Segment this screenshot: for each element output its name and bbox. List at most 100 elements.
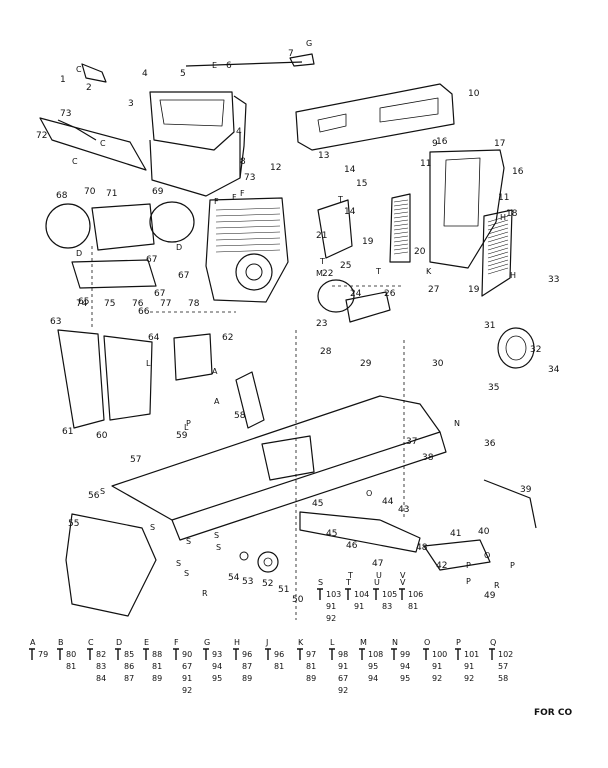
part-number-label: 72 <box>36 131 48 141</box>
legend-letter: N <box>392 638 398 647</box>
part-number-label: 67 <box>146 255 158 265</box>
pulley-56-part <box>257 551 279 573</box>
part-number-label: 19 <box>468 285 480 295</box>
lift-rod-part <box>483 479 537 529</box>
part-number-label: 57 <box>130 455 142 465</box>
bolt-icon <box>297 648 303 660</box>
part-number-label: 45 <box>312 499 324 509</box>
louver-right <box>487 243 509 251</box>
legend-item: 81 <box>274 662 285 671</box>
legend-item: 91 <box>326 602 337 611</box>
louver-right <box>487 215 509 223</box>
part-number-label: 78 <box>188 299 200 309</box>
legend-item: 83 <box>96 662 107 671</box>
legend-item: 106 <box>408 590 424 599</box>
washer-58 <box>239 551 249 561</box>
legend-item: 81 <box>306 662 317 671</box>
hardware-letter-callout: V <box>400 571 406 580</box>
tank-strap-left <box>45 203 91 249</box>
hardware-letter-callout: S <box>176 559 182 568</box>
hardware-letter-callout: P <box>466 561 471 570</box>
legend-item: 104 <box>354 590 370 599</box>
bolt-icon <box>391 648 397 660</box>
legend-item: 105 <box>382 590 398 599</box>
hardware-letter-callout: Q <box>484 551 491 560</box>
louver-left <box>393 215 409 219</box>
louver-right <box>487 223 509 231</box>
part-number-label: 13 <box>318 151 330 161</box>
hardware-letter-callout: M <box>316 269 323 278</box>
part-number-label: 54 <box>228 573 240 583</box>
legend-item: 94 <box>212 662 223 671</box>
legend-letter: Q <box>490 638 497 647</box>
part-number-label: 41 <box>450 529 462 539</box>
part-number-label: 38 <box>422 453 434 463</box>
flywheel-part <box>235 253 273 291</box>
louver-right <box>487 231 509 239</box>
louver-left <box>393 235 409 239</box>
part-number-label: 7 <box>288 49 294 59</box>
cooling-fin <box>215 213 281 217</box>
louver-right <box>487 235 509 243</box>
legend-letter: P <box>456 638 461 647</box>
frame-side-part <box>171 431 447 541</box>
bolt-icon <box>143 648 149 660</box>
legend-letter: U <box>374 578 380 587</box>
part-number-label: 46 <box>346 541 358 551</box>
legend-item: 98 <box>338 650 349 659</box>
part-number-label: 40 <box>478 527 490 537</box>
part-number-label: 62 <box>222 333 234 343</box>
part-number-label: 68 <box>56 191 68 201</box>
frame-bracket-part <box>261 435 315 481</box>
part-number-label: 75 <box>104 299 116 309</box>
part-number-label: 58 <box>234 411 246 421</box>
part-number-label: 28 <box>320 347 332 357</box>
hardware-letter-callout: C <box>76 65 82 74</box>
hardware-letter-callout: D <box>176 243 183 252</box>
legend-letter: O <box>424 638 431 647</box>
hardware-letter-callout: L <box>184 423 189 432</box>
legend-letter: A <box>30 638 36 647</box>
part-number-label: 16 <box>436 137 448 147</box>
tank-mount-plate <box>71 259 157 289</box>
throttle-rod-part <box>57 119 97 141</box>
part-number-label: 65 <box>78 297 90 307</box>
cooling-fin <box>215 249 281 253</box>
hardware-letter-callout: T <box>338 195 343 204</box>
part-number-label: 67 <box>178 271 190 281</box>
grille-part <box>443 157 481 227</box>
part-number-label: 11 <box>420 159 432 169</box>
part-number-label: 42 <box>436 561 448 571</box>
part-number-label: 71 <box>106 189 118 199</box>
part-number-label: 16 <box>512 167 524 177</box>
legend-item: 95 <box>368 662 379 671</box>
part-number-label: 26 <box>384 289 396 299</box>
legend-item: 79 <box>38 650 49 659</box>
part-number-label: 32 <box>530 345 542 355</box>
hardware-letter-callout: P <box>186 419 191 428</box>
cooling-fin <box>215 225 281 229</box>
louver-left <box>393 211 409 215</box>
hardware-letter-callout: H <box>510 271 517 280</box>
shroud-part <box>429 149 505 269</box>
hitch-plate-part <box>299 511 421 553</box>
hardware-letter-callout: O <box>366 489 373 498</box>
hardware-letter-callout: F <box>214 197 219 206</box>
part-number-label: 6 <box>226 61 232 71</box>
legend-item: 85 <box>124 650 135 659</box>
bolt-icon <box>57 648 63 660</box>
cooling-fin <box>215 219 281 223</box>
legend-letter: K <box>298 638 304 647</box>
louver-right <box>487 247 509 255</box>
part-number-label: 22 <box>322 269 334 279</box>
hardware-letter-callout: S <box>186 537 192 546</box>
legend-item: 92 <box>432 674 443 683</box>
legend-item: 97 <box>306 650 317 659</box>
hardware-letter-callout: F <box>240 189 245 198</box>
part-number-label: 23 <box>316 319 328 329</box>
hardware-letter-callout: K <box>426 267 432 276</box>
louver-right <box>487 227 509 235</box>
bolt-icon <box>87 648 93 660</box>
part-number-label: 67 <box>154 289 166 299</box>
